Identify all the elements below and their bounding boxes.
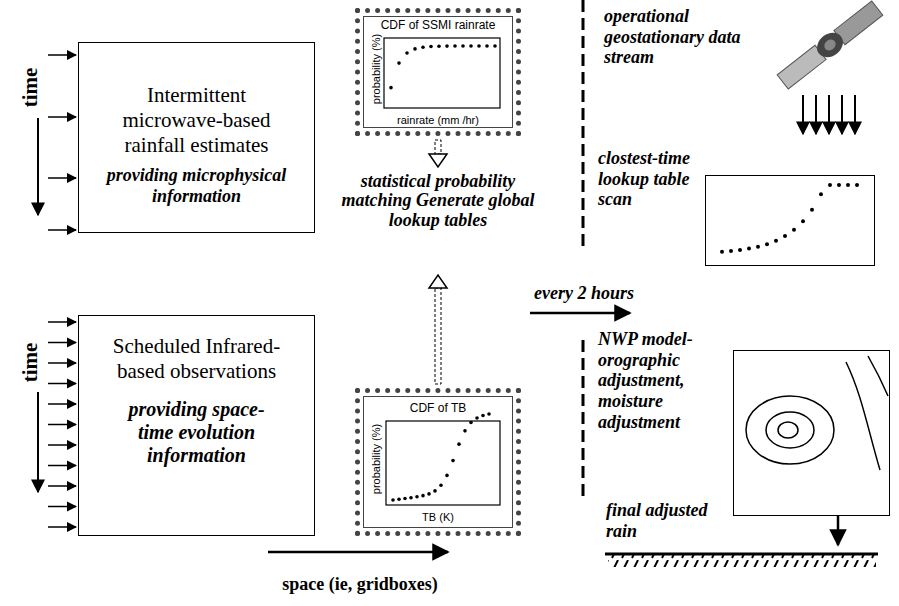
process-arrow (530, 312, 630, 315)
process-text: statistical probability matching Generat… (338, 172, 538, 230)
nwp-map-box: NWP model-orographic adjustment, moistur… (733, 350, 890, 516)
output-label: final adjusted rain (606, 500, 736, 541)
output-arrow (837, 516, 840, 545)
box-title: Intermittent microwave-based rainfall es… (99, 83, 294, 159)
plot-frame (386, 421, 500, 505)
process-box: Intermittent microwave-based rainfall es… (78, 42, 315, 233)
ground-line (605, 553, 878, 556)
chart-title: CDF of TB (364, 401, 512, 415)
axis-title: time (18, 58, 43, 118)
time-arrow (37, 392, 39, 492)
chart-box: CDF of TBprobability (%) TB (K) (355, 388, 521, 536)
box-title: Scheduled Infrared-based observations (101, 334, 292, 384)
axis-title: time (18, 333, 43, 393)
lookup-table-box: clostest-time lookup table scan (705, 175, 875, 266)
axis-label: rainrate (mm /hr) (364, 114, 512, 126)
node-heading: NWP model-orographic adjustment, moistur… (598, 329, 728, 432)
data-stream-arrows (803, 95, 855, 134)
cdf-dots (389, 44, 497, 89)
input-arrows (48, 55, 76, 230)
node-heading: clostest-time lookup table scan (598, 148, 698, 210)
chart-title: CDF of SSMI rainrate (364, 18, 512, 32)
axis-label: probability (%) (370, 23, 382, 115)
box-subtitle: providing space-time evolution informati… (115, 398, 278, 467)
hollow-arrow (429, 140, 447, 167)
axis-label: TB (K) (364, 511, 512, 523)
time-arrow (37, 118, 39, 215)
axis-title: space (ie, gridboxes) (210, 574, 510, 595)
space-arrow (268, 551, 448, 554)
separator (582, 0, 585, 246)
process-box: Scheduled Infrared-based observations pro… (78, 315, 315, 536)
chart-box: CDF of SSMI rainrateprobability (%)rainr… (355, 8, 521, 136)
lookup-dots (720, 183, 859, 254)
box-subtitle: providing microphysical information (99, 165, 294, 206)
process-label: every 2 hours (534, 283, 674, 304)
process-text-node: statistical probability matching Generat… (338, 170, 538, 272)
hollow-arrow (429, 275, 447, 384)
ground-hatch (608, 555, 876, 567)
stream-label: operational geostationary data stream (604, 6, 754, 68)
contour-lines (746, 356, 888, 470)
axis-label: probability (%) (370, 413, 382, 505)
plot-frame (384, 38, 500, 108)
cdf-dots (391, 412, 491, 502)
separator (582, 340, 585, 500)
satellite-icon (776, 0, 884, 91)
input-arrows (48, 322, 76, 527)
